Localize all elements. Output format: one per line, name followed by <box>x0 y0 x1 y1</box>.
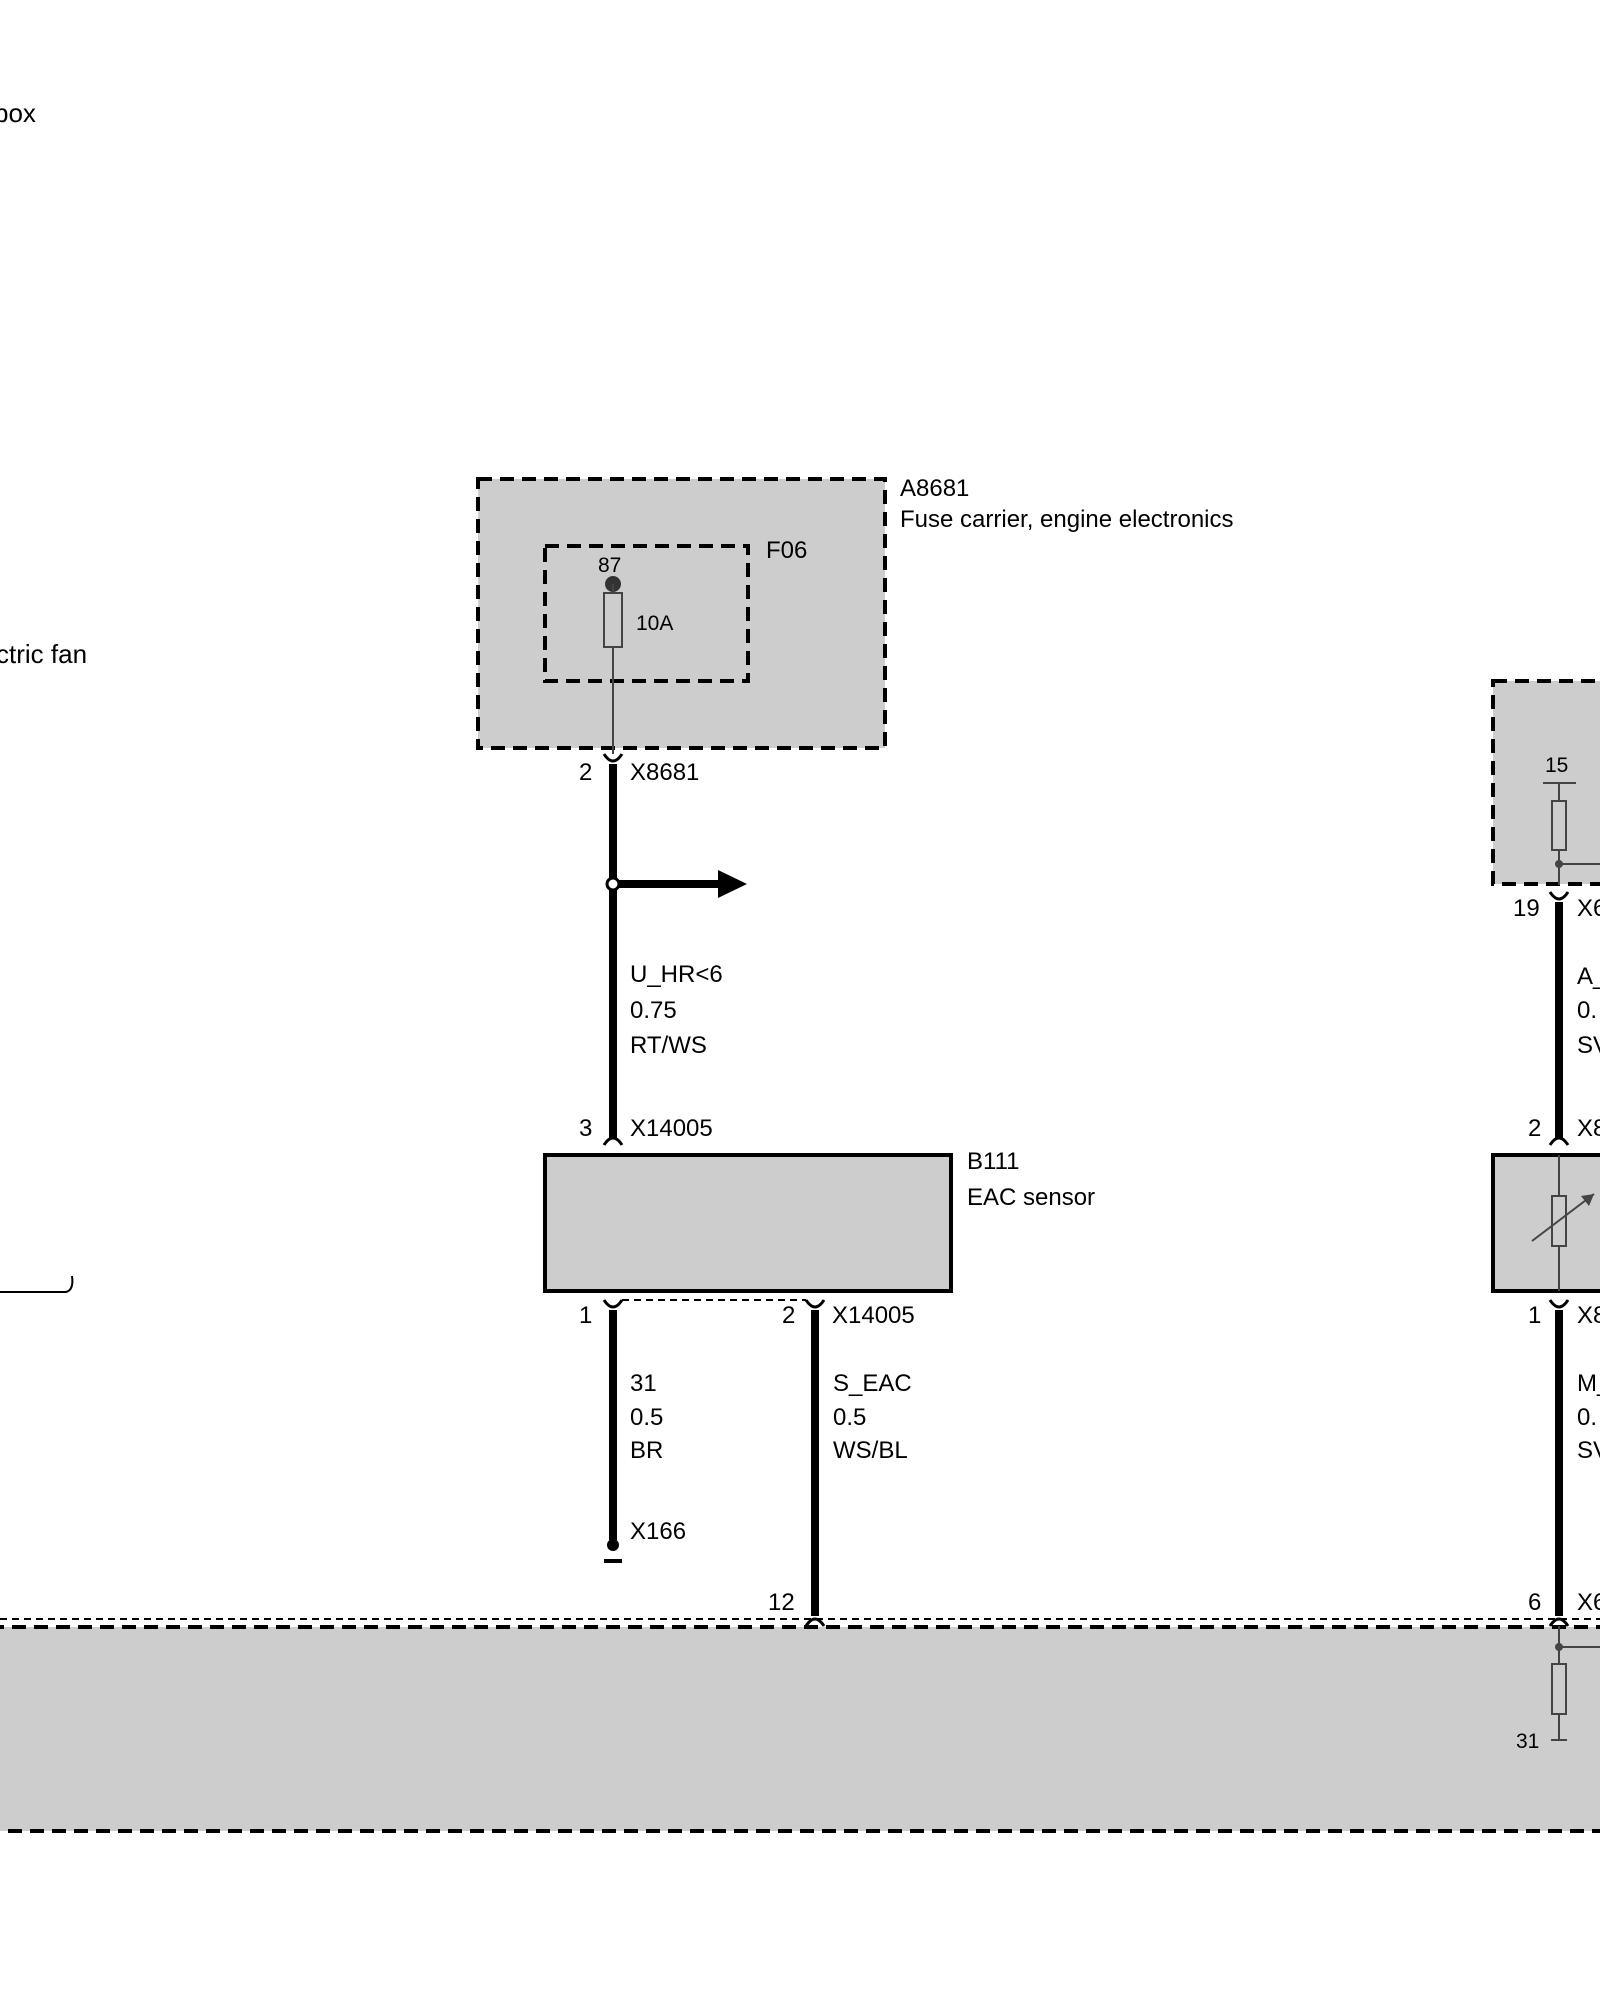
fuse-carrier-a8681: 87 10A F06 A8681 Fuse carrier, engine el… <box>476 475 1234 754</box>
wire-ground-signal: 31 <box>630 1370 657 1397</box>
wire-supply-signal: U_HR<6 <box>630 961 723 988</box>
connector-x14005-in-label: X14005 <box>630 1115 713 1142</box>
connector-x8681-label: X8681 <box>630 759 699 786</box>
partial-label-electric-fan: ctric fan <box>0 639 87 669</box>
partial-label-box: box <box>0 98 36 128</box>
fuse-carrier-outline <box>476 477 887 750</box>
connector-x8-pin2: 2 <box>1528 1115 1541 1142</box>
right-wire-top-signal: A_ <box>1577 963 1600 990</box>
connector-x14005-pin1-symbol <box>602 1299 624 1309</box>
connector-x8-label-top: X8 <box>1577 1115 1600 1142</box>
branch-arrow <box>718 870 747 898</box>
connector-x6-label-top: X6 <box>1577 895 1600 922</box>
connector-x14005-out-label: X14005 <box>832 1302 915 1329</box>
thermistor-arrow-line <box>1531 1193 1595 1242</box>
terminal-31-label: 31 <box>1516 1730 1539 1753</box>
connector-x6-pin6-symbol <box>1548 1617 1570 1627</box>
connector-x6-pin19: 19 <box>1513 895 1540 922</box>
connector-x14005-pin2-symbol <box>804 1299 826 1309</box>
wire-ground-gauge: 0.5 <box>630 1404 663 1431</box>
wire-ground-color: BR <box>630 1437 663 1464</box>
wire-signal-name: S_EAC <box>833 1370 912 1397</box>
connector-x8-pin2-symbol <box>1548 1136 1570 1146</box>
wire-signal-gauge: 0.5 <box>833 1404 866 1431</box>
right-wire-bottom-signal: M_ <box>1577 1370 1600 1397</box>
right-partial-components: 15 19 X6 A_ 0. SV 2 X8 1 X8 M_ 0. SV 6 X… <box>1491 679 1600 1753</box>
ecu-pin12-label: 12 <box>768 1589 795 1616</box>
right-wire-top-color: SV <box>1577 1032 1600 1059</box>
connector-x8681-symbol <box>602 753 624 763</box>
ecu-pin12-symbol <box>804 1617 826 1627</box>
fuse-carrier-name: Fuse carrier, engine electronics <box>900 506 1234 533</box>
ground-point-label: X166 <box>630 1518 686 1545</box>
connector-x8-pin1: 1 <box>1528 1302 1541 1329</box>
connector-x14005-in-symbol <box>602 1136 624 1146</box>
right-wire-top-gauge: 0. <box>1577 997 1597 1024</box>
connector-x8-label-bottom: X8 <box>1577 1302 1600 1329</box>
connector-x14005-pin1: 1 <box>579 1302 592 1329</box>
fuse-rating-label: 10A <box>636 612 673 635</box>
partial-bracket-line <box>0 1275 74 1293</box>
wire-signal-color: WS/BL <box>833 1437 908 1464</box>
connector-x6-pin19-symbol <box>1548 891 1570 901</box>
right-sensor-box <box>1491 1153 1600 1293</box>
eac-sensor-name: EAC sensor <box>967 1184 1095 1211</box>
right-wire-bottom-gauge: 0. <box>1577 1404 1597 1431</box>
fuse-f06-box <box>543 544 750 683</box>
wire-supply-color: RT/WS <box>630 1032 707 1059</box>
splice-point <box>605 876 621 892</box>
ground-dot <box>607 1539 619 1551</box>
terminal-15-label: 15 <box>1545 754 1568 777</box>
connector-x8-pin1-symbol <box>1548 1299 1570 1309</box>
connector-x6-label-bottom: X6 <box>1577 1589 1600 1616</box>
connector-x6-pin6: 6 <box>1528 1589 1541 1616</box>
fuse-carrier-id: A8681 <box>900 475 969 502</box>
eac-sensor-box <box>543 1153 953 1293</box>
connector-x14005-in-pin: 3 <box>579 1115 592 1142</box>
wire-supply-gauge: 0.75 <box>630 997 677 1024</box>
connector-x8681-pin: 2 <box>579 759 592 786</box>
thermistor-arrow-head <box>1581 1194 1594 1206</box>
control-unit-box <box>0 1625 1600 1833</box>
right-wire-bottom-color: SV <box>1577 1437 1600 1464</box>
eac-sensor-id: B111 <box>967 1148 1020 1175</box>
fuse-id-label: F06 <box>766 537 807 564</box>
connector-x14005-pin2: 2 <box>782 1302 795 1329</box>
fuse-terminal-label: 87 <box>598 554 621 577</box>
